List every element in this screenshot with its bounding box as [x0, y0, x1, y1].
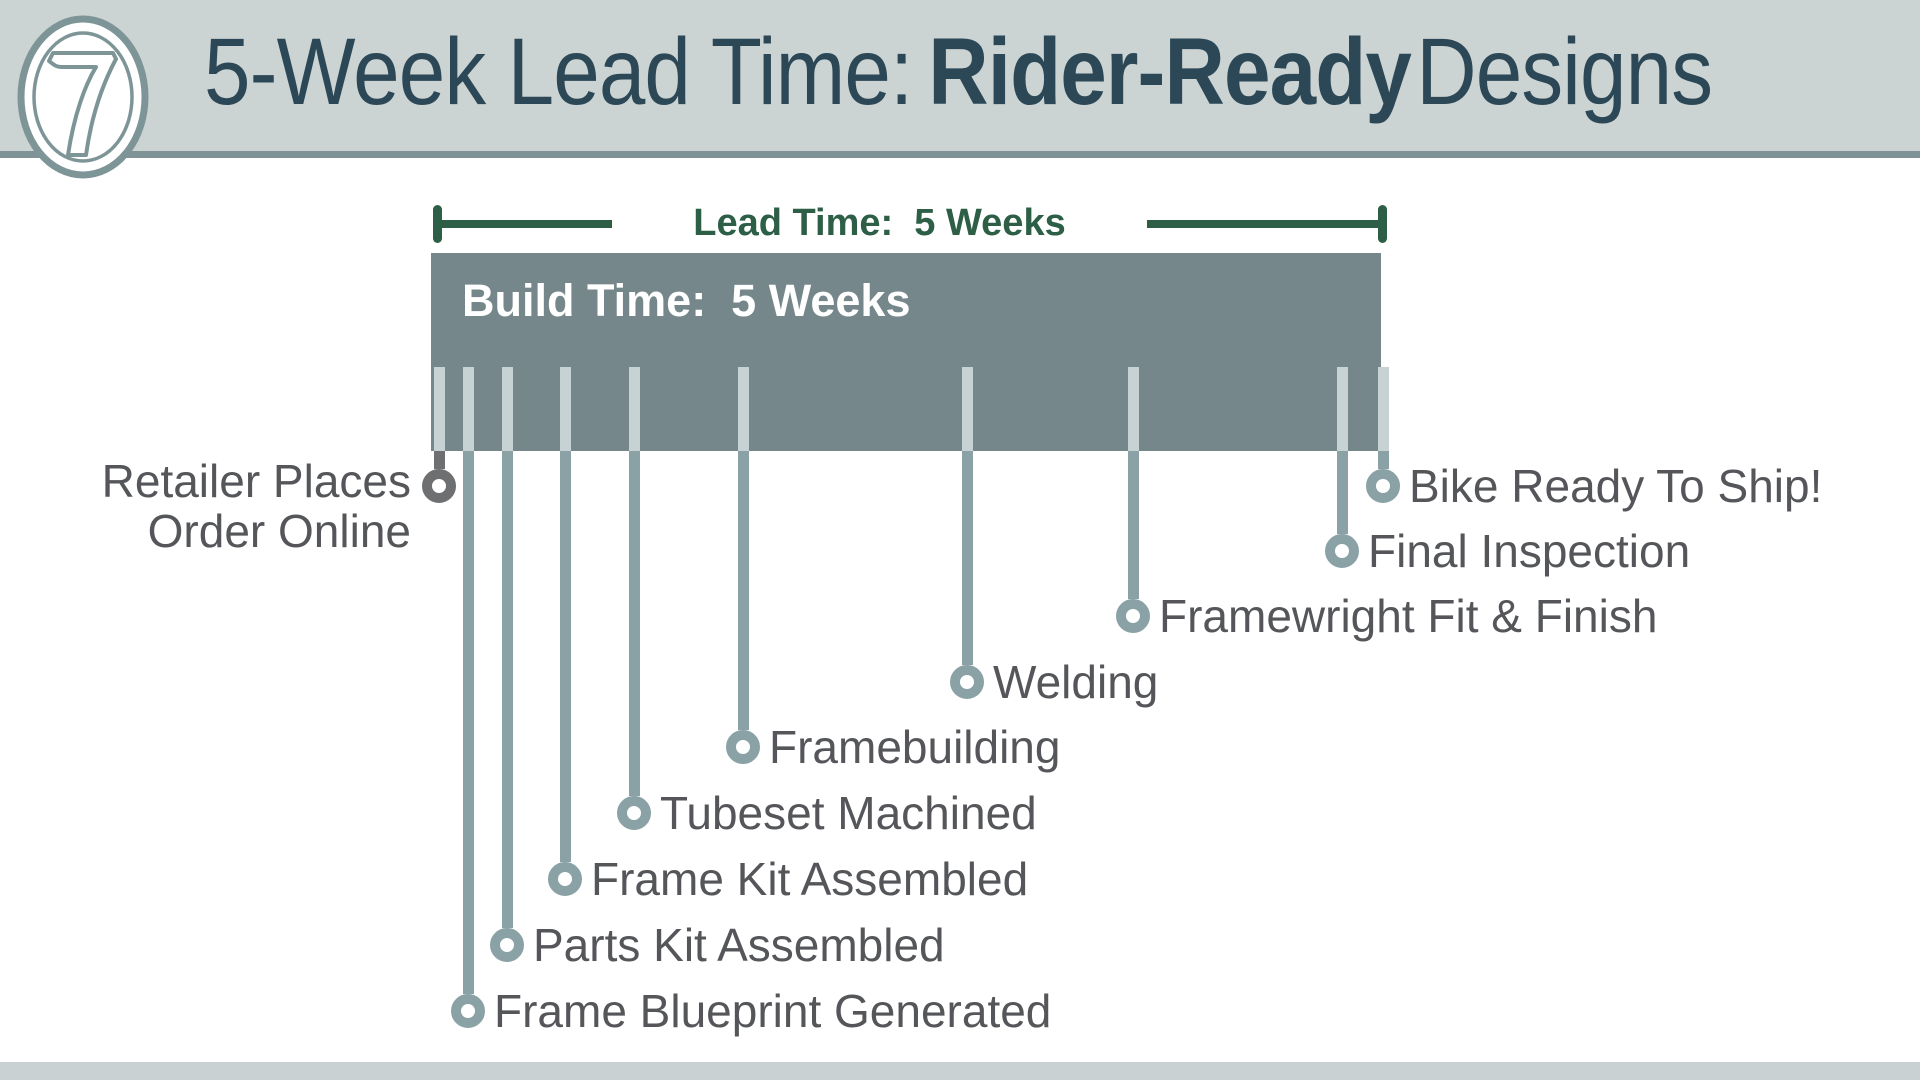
lead-time-label: Lead Time: 5 Weeks	[693, 202, 1066, 244]
milestone-dot	[451, 994, 485, 1028]
milestone-stem-upper	[961, 367, 973, 451]
build-time-bar: Build Time: 5 Weeks	[431, 253, 1381, 451]
lead-time-bracket-right-cap	[1378, 205, 1387, 243]
title-prefix: 5-Week Lead Time:	[204, 19, 913, 125]
milestone-label: Frame Kit Assembled	[591, 853, 1029, 905]
milestone-dot	[548, 862, 582, 896]
milestone-stem-lower	[628, 451, 640, 796]
milestone-stem-lower	[737, 451, 749, 730]
milestone-label: Tubeset Machined	[660, 787, 1037, 839]
seven-cycles-logo-icon	[17, 15, 149, 179]
header-bar	[0, 0, 1920, 158]
lead-time-bracket-left-line	[437, 220, 612, 228]
milestone-stem-upper	[737, 367, 749, 451]
title-suffix: Designs	[1416, 19, 1713, 125]
milestone-stem-lower	[501, 451, 513, 928]
milestone-label: Parts Kit Assembled	[533, 919, 945, 971]
numeral-7-glyph	[47, 51, 118, 157]
milestone-stem-upper	[1127, 367, 1139, 451]
milestone-label: Framewright Fit & Finish	[1159, 590, 1658, 642]
milestone-stem-lower	[462, 451, 474, 994]
milestone-dot	[1366, 469, 1400, 503]
lead-time-bracket-right-line	[1147, 220, 1382, 228]
footer-bar	[0, 1062, 1920, 1080]
milestone-label: Frame Blueprint Generated	[494, 985, 1052, 1037]
milestone-stem-upper	[433, 367, 445, 451]
milestone-stem-upper	[628, 367, 640, 451]
milestone-dot	[1116, 599, 1150, 633]
milestone-stem-lower	[433, 451, 445, 469]
milestone-dot	[950, 665, 984, 699]
milestone-label: Bike Ready To Ship!	[1409, 460, 1823, 512]
milestone-label: Retailer Places Order Online	[101, 455, 411, 557]
milestone-dot	[617, 796, 651, 830]
milestone-dot	[490, 928, 524, 962]
milestone-stem-upper	[462, 367, 474, 451]
milestone-stem-lower	[559, 451, 571, 862]
milestone-dot	[726, 730, 760, 764]
milestone-dot	[422, 469, 456, 503]
milestone-label: Final Inspection	[1368, 525, 1691, 577]
milestone-label: Framebuilding	[769, 721, 1061, 773]
milestone-stem-upper	[501, 367, 513, 451]
milestone-dot	[1325, 534, 1359, 568]
title-emphasis: Rider-Ready	[928, 19, 1412, 125]
milestone-stem-lower	[1377, 451, 1389, 469]
milestone-stem-upper	[1336, 367, 1348, 451]
milestone-stem-upper	[559, 367, 571, 451]
milestone-stem-lower	[961, 451, 973, 665]
page-title: 5-Week Lead Time:Rider-ReadyDesigns	[204, 16, 1713, 128]
milestone-label: Welding	[993, 656, 1159, 708]
milestone-stem-lower	[1336, 451, 1348, 534]
milestone-stem-upper	[1377, 367, 1389, 451]
build-time-label: Build Time: 5 Weeks	[462, 275, 911, 326]
milestone-stem-lower	[1127, 451, 1139, 599]
